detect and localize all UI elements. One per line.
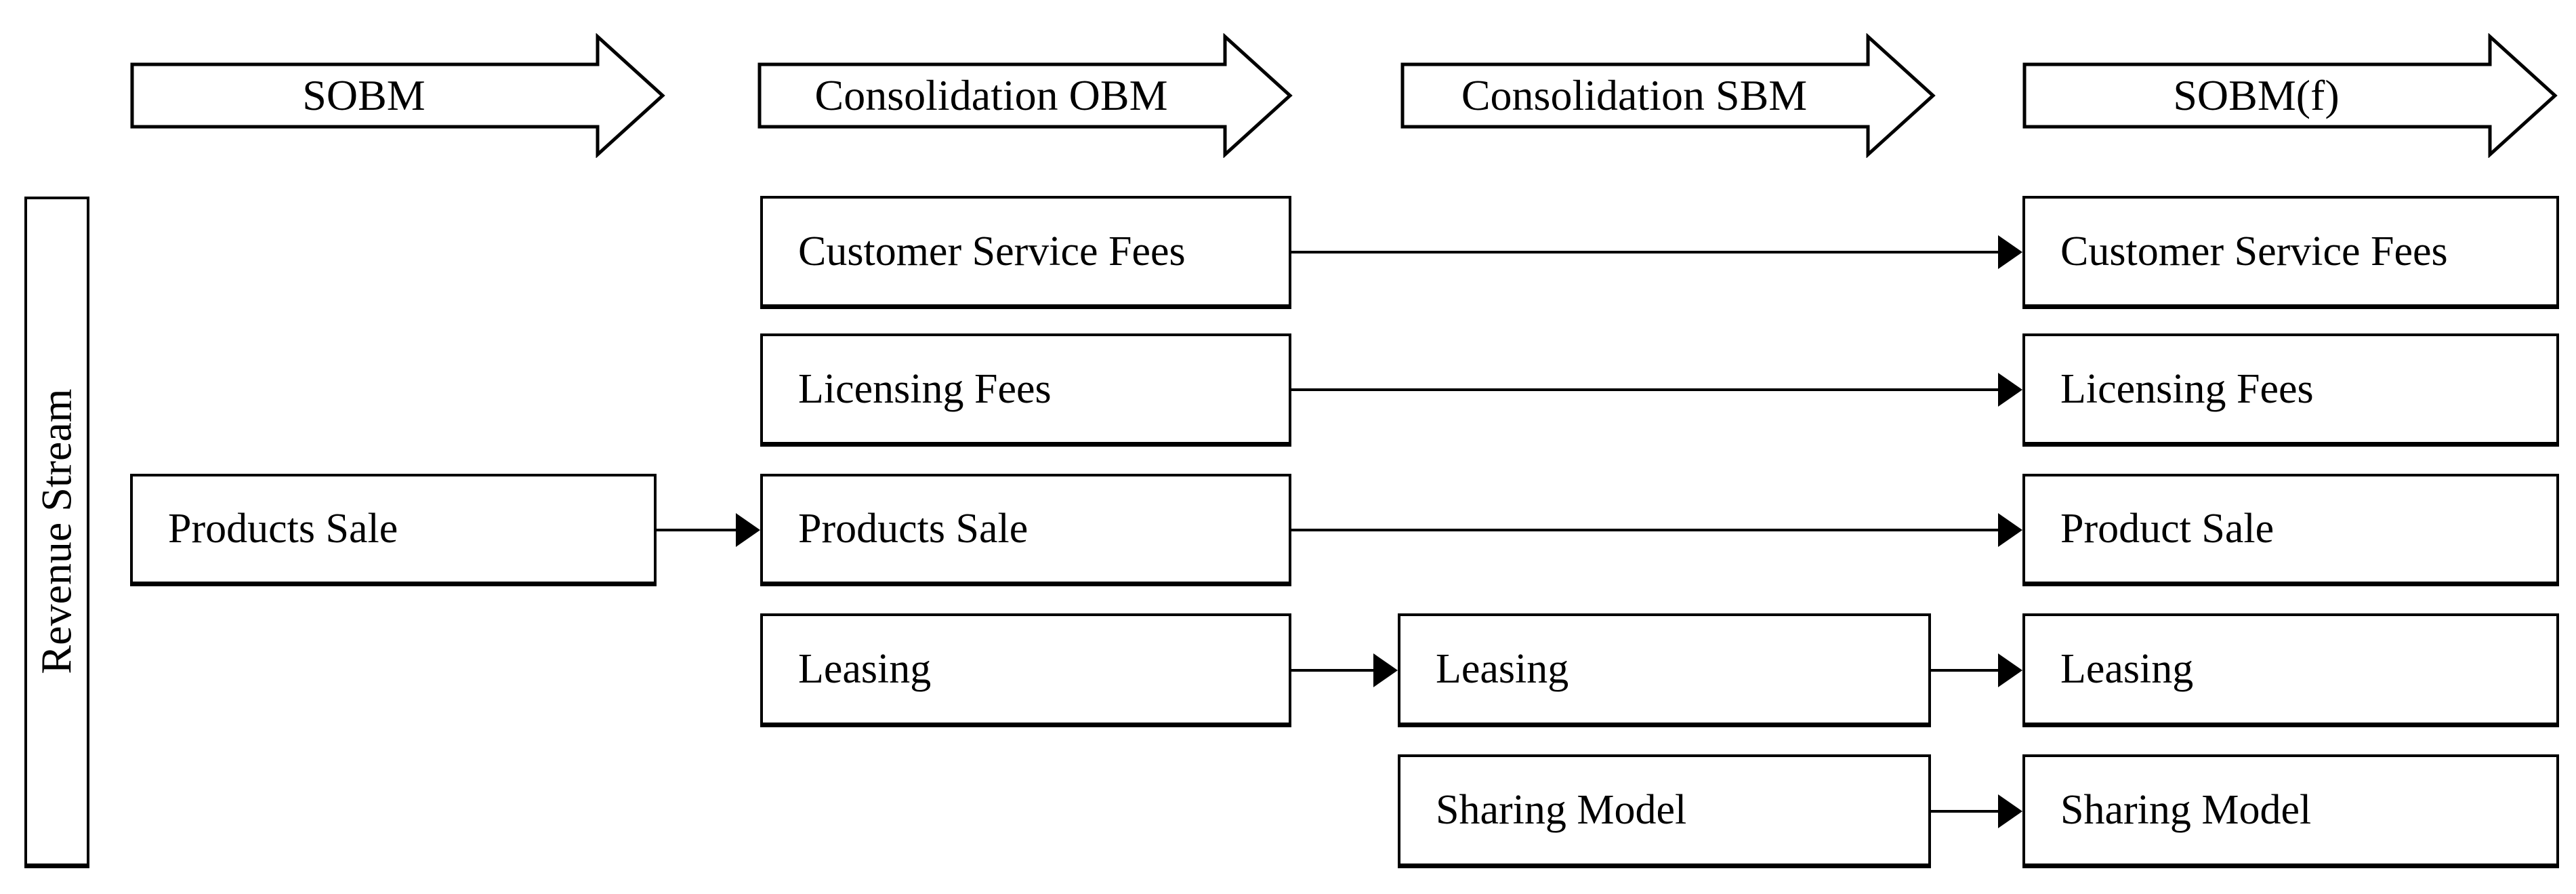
box-label: Products Sale xyxy=(168,506,398,552)
box-label: Licensing Fees xyxy=(2060,365,2314,412)
right-block-arrow-icon xyxy=(757,33,1293,158)
arrow-customer-service-fees-obm-to-sobmf xyxy=(1291,251,1998,253)
arrow-leasing-sbm-to-sobmf xyxy=(1931,669,1998,672)
box-sobmf-product-sale: Product Sale xyxy=(2022,474,2559,586)
box-sobm-products-sale: Products Sale xyxy=(130,474,657,586)
revenue-stream-axis-box: Revenue Stream xyxy=(24,197,89,868)
box-sobmf-customer-service-fees: Customer Service Fees xyxy=(2022,196,2559,309)
box-label: Leasing xyxy=(2060,646,2194,692)
arrow-leasing-obm-to-sbm xyxy=(1291,669,1373,672)
arrow-products-sale-sobm-to-obm xyxy=(657,529,736,531)
phase-label: SOBM(f) xyxy=(2173,71,2340,119)
box-label: Sharing Model xyxy=(2060,787,2312,833)
arrow-products-sale-obm-to-sobmf xyxy=(1291,529,1998,531)
box-label: Sharing Model xyxy=(1436,787,1687,833)
box-obm-customer-service-fees: Customer Service Fees xyxy=(760,196,1291,309)
right-block-arrow-icon xyxy=(2022,33,2558,158)
box-label: Leasing xyxy=(798,646,932,692)
phase-arrow-sobm: SOBM xyxy=(130,33,665,158)
box-label: Customer Service Fees xyxy=(798,228,1186,275)
phase-arrow-sobm-f: SOBM(f) xyxy=(2022,33,2558,158)
box-sobmf-licensing-fees: Licensing Fees xyxy=(2022,333,2559,447)
right-block-arrow-icon xyxy=(130,33,665,158)
box-obm-products-sale: Products Sale xyxy=(760,474,1291,586)
arrow-sharing-model-sbm-to-sobmf xyxy=(1931,810,1998,813)
box-sobmf-leasing: Leasing xyxy=(2022,613,2559,727)
phase-arrow-consolidation-obm: Consolidation OBM xyxy=(757,33,1293,158)
box-label: Product Sale xyxy=(2060,506,2274,552)
arrow-licensing-fees-obm-to-sobmf xyxy=(1291,388,1998,391)
box-sbm-sharing-model: Sharing Model xyxy=(1398,754,1931,868)
box-label: Customer Service Fees xyxy=(2060,228,2448,275)
box-label: Leasing xyxy=(1436,646,1569,692)
phase-label: SOBM xyxy=(302,71,425,119)
right-block-arrow-icon xyxy=(1400,33,1936,158)
phase-label: Consolidation SBM xyxy=(1461,71,1808,119)
phase-arrow-consolidation-sbm: Consolidation SBM xyxy=(1400,33,1936,158)
box-label: Licensing Fees xyxy=(798,365,1052,412)
box-obm-licensing-fees: Licensing Fees xyxy=(760,333,1291,447)
box-obm-leasing: Leasing xyxy=(760,613,1291,727)
box-sbm-leasing: Leasing xyxy=(1398,613,1931,727)
phase-label: Consolidation OBM xyxy=(814,71,1168,119)
box-label: Products Sale xyxy=(798,506,1029,552)
revenue-stream-label: Revenue Stream xyxy=(33,388,81,674)
box-sobmf-sharing-model: Sharing Model xyxy=(2022,754,2559,868)
